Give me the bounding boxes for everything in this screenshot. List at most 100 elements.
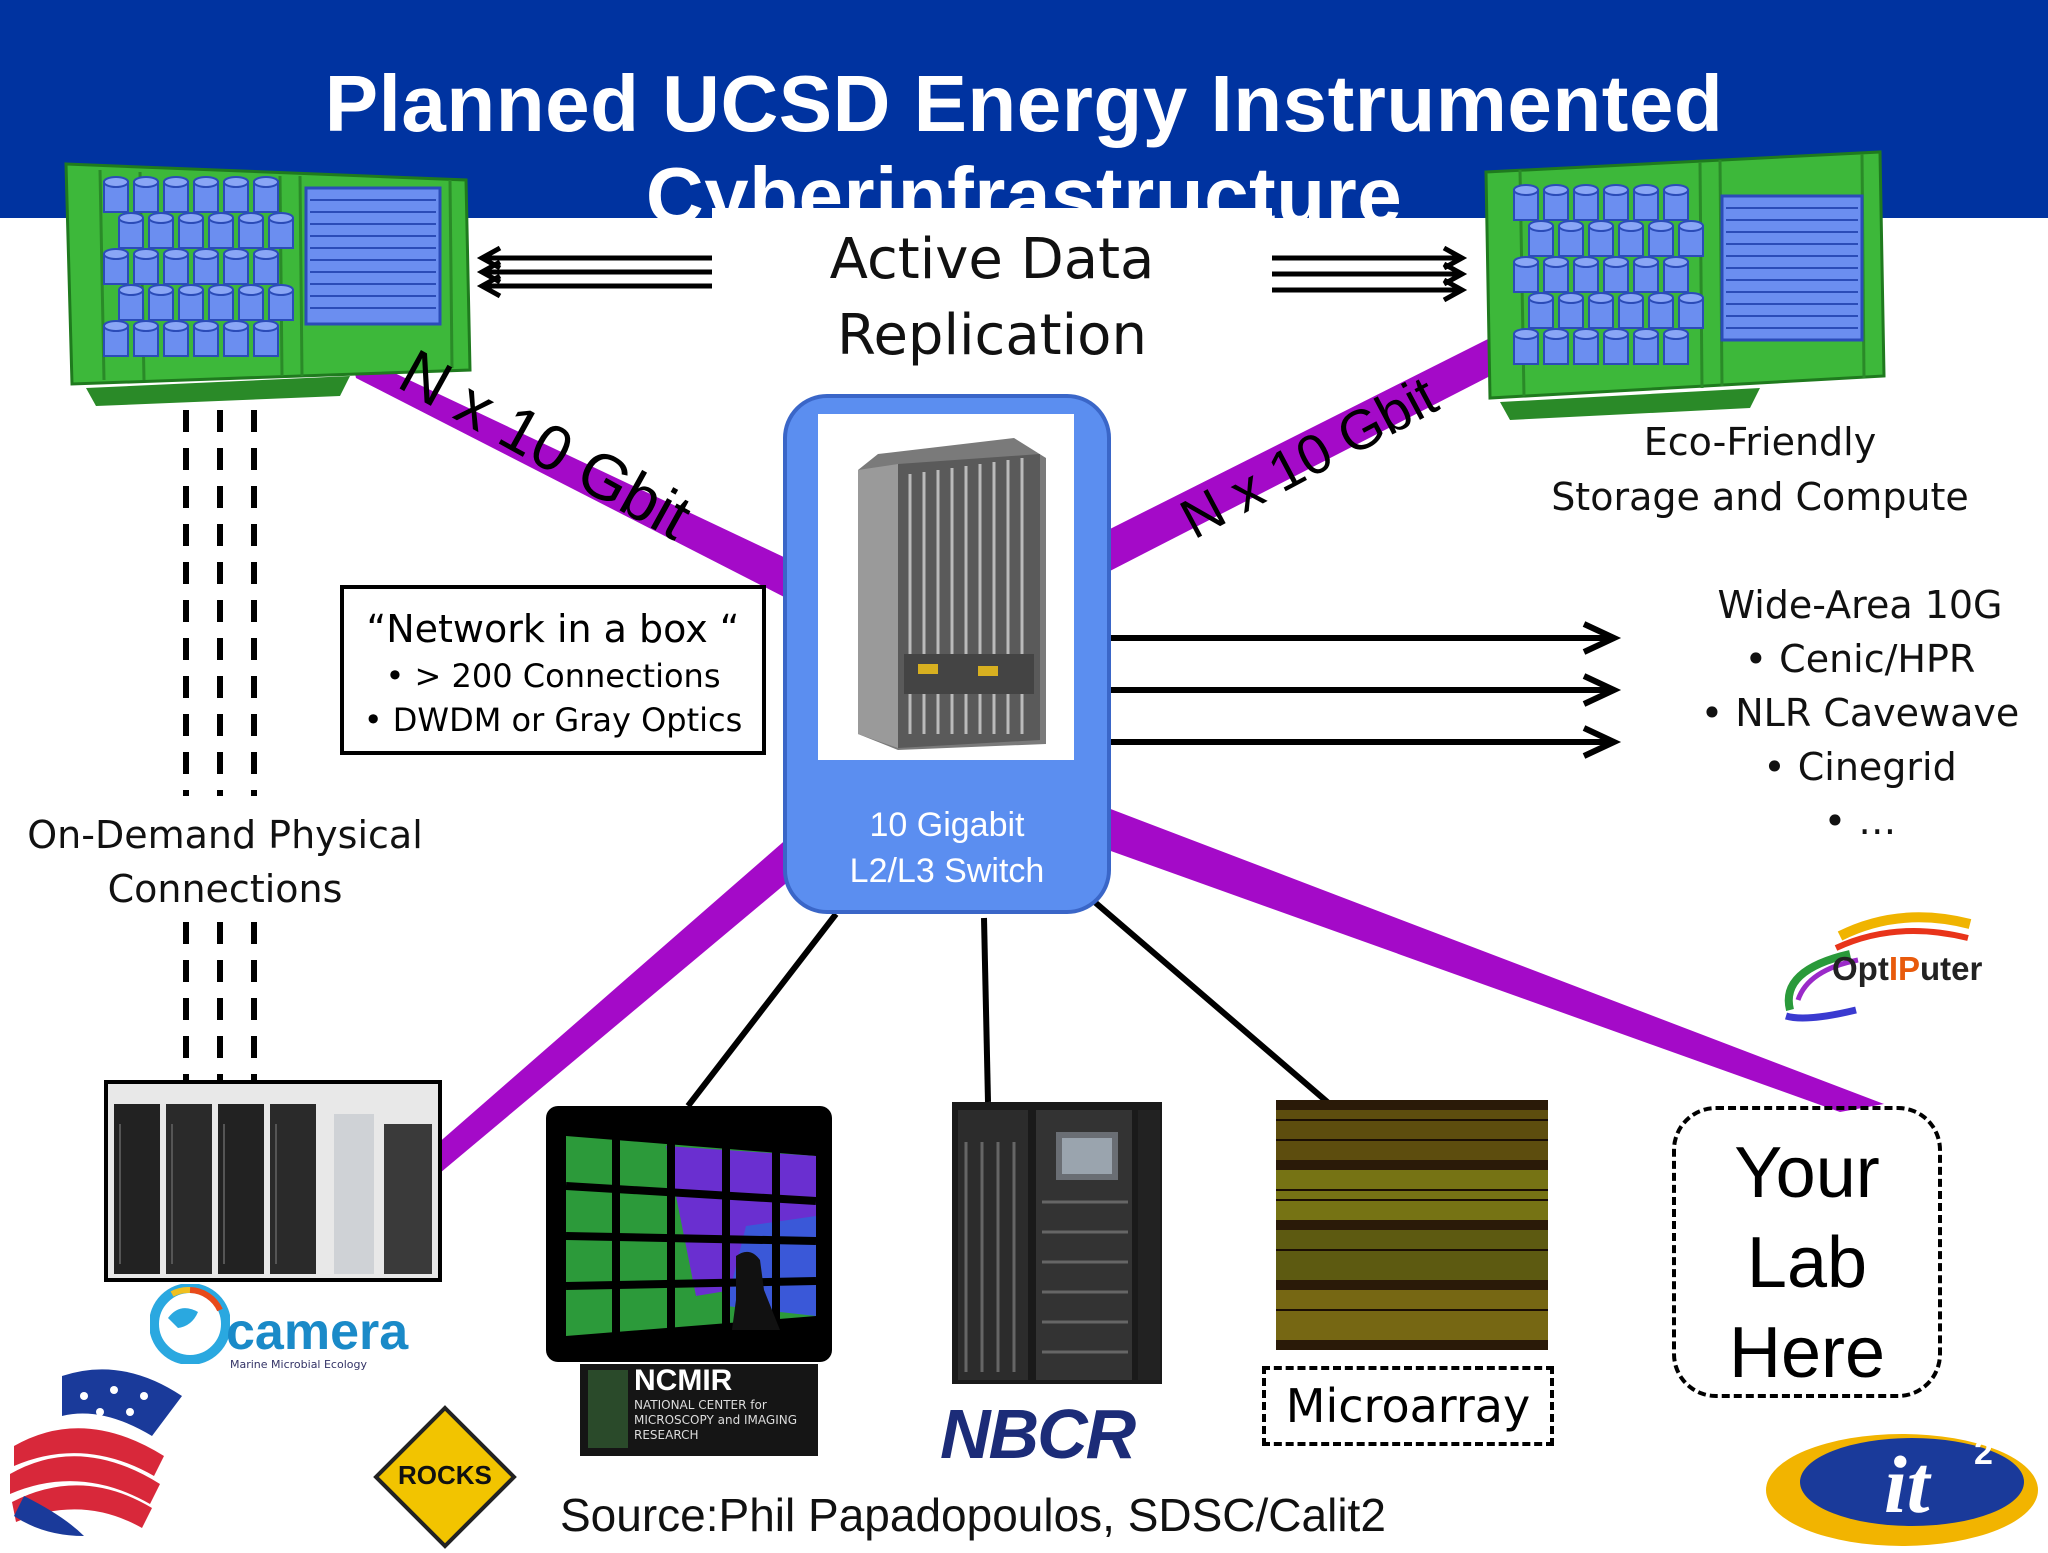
drive-top-icon bbox=[1543, 184, 1569, 196]
your-lab-line2: Lab bbox=[1746, 1223, 1868, 1303]
microarray-photo bbox=[1276, 1100, 1548, 1350]
drive-top-icon bbox=[1618, 220, 1644, 232]
drive-icon bbox=[1633, 189, 1659, 221]
drive-top-icon bbox=[103, 176, 129, 188]
drive-top-icon bbox=[1513, 328, 1539, 340]
drive-top-icon bbox=[178, 212, 204, 224]
drive-top-icon bbox=[253, 248, 279, 260]
drive-top-icon bbox=[1603, 256, 1629, 268]
optiputer-logo-text: OptIPuter bbox=[1832, 950, 1983, 987]
drive-top-icon bbox=[1573, 256, 1599, 268]
your-lab-placeholder: Your Lab Here bbox=[1672, 1106, 1942, 1398]
drive-top-icon bbox=[1528, 292, 1554, 304]
drive-top-icon bbox=[1648, 292, 1674, 304]
drive-top-icon bbox=[163, 320, 189, 332]
server-rack-icon bbox=[958, 1110, 1160, 1380]
server-racks-icon bbox=[114, 1104, 432, 1274]
on-demand-line1: On-Demand Physical bbox=[27, 813, 423, 857]
nbcr-logo: NBCR bbox=[940, 1395, 1136, 1473]
link-right-bottom bbox=[1108, 808, 1884, 1112]
drive-top-icon bbox=[1633, 328, 1659, 340]
switch-label: 10 Gigabit L2/L3 Switch bbox=[783, 802, 1111, 894]
drive-top-icon bbox=[1543, 256, 1569, 268]
ncmir-display-wall-photo bbox=[546, 1106, 832, 1362]
drive-array-right bbox=[1513, 184, 1704, 365]
drive-icon bbox=[118, 217, 144, 249]
replication-line1: Active Data bbox=[829, 227, 1155, 292]
link-left-bottom bbox=[434, 836, 790, 1178]
replication-arrows-left bbox=[476, 245, 712, 299]
drive-top-icon bbox=[1603, 184, 1629, 196]
rocks-logo-text: ROCKS bbox=[398, 1460, 492, 1490]
replication-line2: Replication bbox=[837, 303, 1147, 368]
it2-logo: it 2 bbox=[1766, 1434, 2038, 1546]
wide-area-item: • NLR Cavewave bbox=[1700, 691, 2020, 735]
microarray-icon bbox=[1276, 1110, 1548, 1340]
drive-top-icon bbox=[1588, 220, 1614, 232]
title-notch bbox=[712, 208, 1272, 248]
link-left-top bbox=[350, 352, 790, 600]
drive-array-left bbox=[103, 176, 294, 357]
camera-logo-subtitle: Marine Microbial Ecology bbox=[230, 1358, 367, 1371]
wide-area-item: • Cinegrid bbox=[1763, 745, 1957, 789]
your-lab-line1: Your bbox=[1734, 1133, 1880, 1213]
storage-container-icon bbox=[1484, 150, 1886, 420]
lab-links bbox=[685, 895, 1334, 1109]
drive-top-icon bbox=[1633, 184, 1659, 196]
drive-top-icon bbox=[238, 284, 264, 296]
drive-top-icon bbox=[133, 176, 159, 188]
drive-top-icon bbox=[193, 248, 219, 260]
drive-top-icon bbox=[103, 320, 129, 332]
network-in-a-box-callout: “Network in a box “ • > 200 Connections … bbox=[340, 585, 766, 755]
rocks-logo bbox=[373, 1405, 517, 1549]
eco-line1: Eco-Friendly bbox=[1643, 420, 1877, 464]
drive-icon bbox=[1543, 261, 1569, 293]
network-box-item: • DWDM or Gray Optics bbox=[363, 701, 743, 739]
replication-arrows-right bbox=[1272, 245, 1468, 303]
drive-icon bbox=[1663, 333, 1689, 365]
camera-cluster-photo bbox=[104, 1080, 442, 1282]
drive-top-icon bbox=[178, 284, 204, 296]
drive-top-icon bbox=[1603, 328, 1629, 340]
wide-area-item: • Cenic/HPR bbox=[1744, 637, 1976, 681]
wide-area-item: • … bbox=[1823, 799, 1897, 843]
drive-top-icon bbox=[1678, 292, 1704, 304]
drive-top-icon bbox=[1558, 220, 1584, 232]
drive-top-icon bbox=[193, 176, 219, 188]
wide-area-heading: Wide-Area 10G bbox=[1717, 583, 2003, 627]
eco-line2: Storage and Compute bbox=[1551, 475, 1969, 519]
nbcr-racks-photo bbox=[952, 1102, 1162, 1384]
drive-top-icon bbox=[223, 176, 249, 188]
drive-top-icon bbox=[133, 320, 159, 332]
drive-top-icon bbox=[223, 320, 249, 332]
drive-top-icon bbox=[1573, 184, 1599, 196]
drive-top-icon bbox=[163, 248, 189, 260]
optiputer-logo bbox=[1784, 912, 1972, 1022]
switch-line2: L2/L3 Switch bbox=[849, 852, 1045, 890]
network-box-heading: “Network in a box “ bbox=[366, 607, 740, 651]
eco-label: Eco-Friendly Storage and Compute bbox=[1520, 415, 2000, 525]
link-right-top bbox=[1108, 338, 1494, 572]
display-wall-icon bbox=[565, 1136, 817, 1336]
drive-top-icon bbox=[103, 248, 129, 260]
source-credit: Source:Phil Papadopoulos, SDSC/Calit2 bbox=[560, 1489, 1386, 1541]
ncmir-subtitle: NATIONAL CENTER for MICROSCOPY and IMAGI… bbox=[634, 1398, 798, 1442]
drive-top-icon bbox=[1558, 292, 1584, 304]
drive-top-icon bbox=[223, 248, 249, 260]
replication-label: Active Data Replication bbox=[712, 222, 1272, 374]
switch-line1: 10 Gigabit bbox=[869, 806, 1025, 844]
page-title: Planned UCSD Energy Instrumented Cyberin… bbox=[324, 59, 1724, 240]
ncmir-logo bbox=[580, 1364, 818, 1456]
drive-top-icon bbox=[1528, 220, 1554, 232]
drive-top-icon bbox=[253, 320, 279, 332]
camera-globe-icon bbox=[150, 1284, 230, 1364]
drive-top-icon bbox=[253, 176, 279, 188]
wide-area-list: Wide-Area 10G • Cenic/HPR • NLR Cavewave… bbox=[1660, 578, 2048, 848]
it2-logo-text: it bbox=[1884, 1439, 1932, 1530]
drive-top-icon bbox=[1513, 184, 1539, 196]
drive-top-icon bbox=[268, 212, 294, 224]
flag-logo bbox=[10, 1369, 182, 1536]
camera-logo: camera bbox=[226, 1303, 409, 1361]
link-label-right: N x 10 Gbit bbox=[1170, 363, 1447, 550]
